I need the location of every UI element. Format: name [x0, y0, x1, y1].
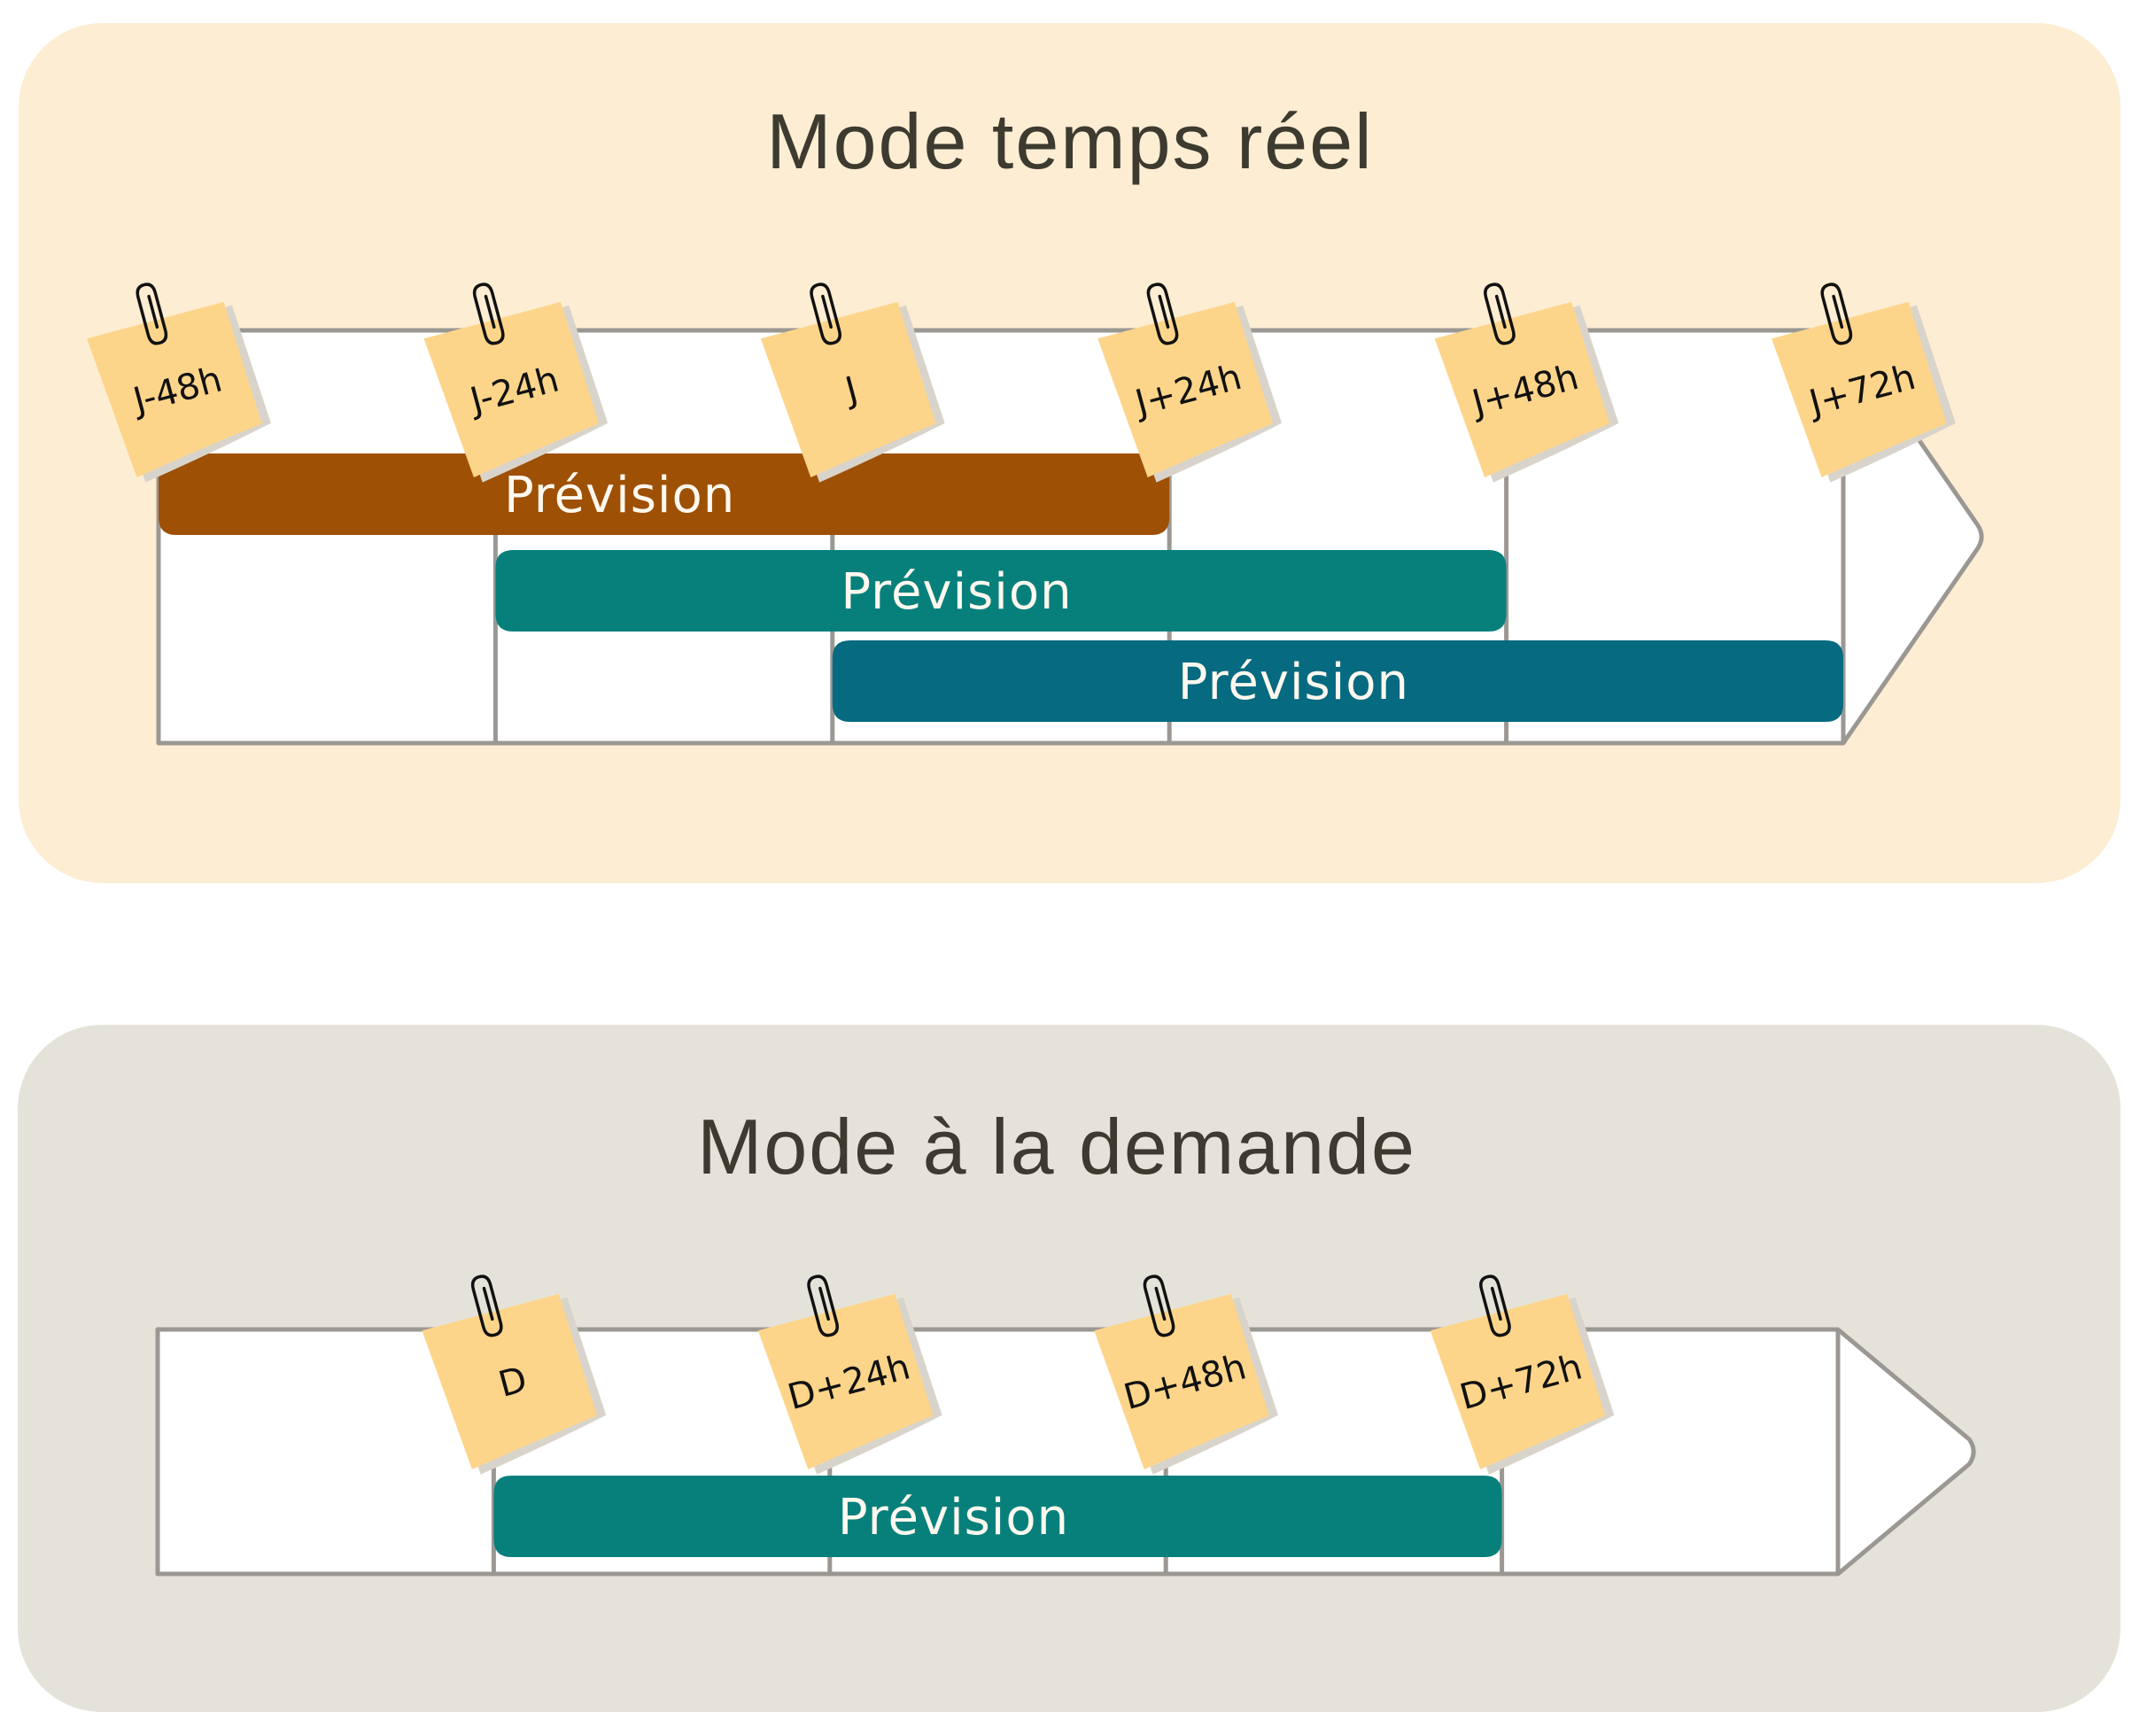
paperclip-icon: [470, 1275, 503, 1337]
forecast-bar-fill: [495, 550, 1507, 632]
forecast-bar: Prévision: [493, 1476, 1502, 1557]
sticky-note-paper: [1094, 1293, 1269, 1470]
paperclip-icon: [1146, 283, 1179, 345]
ondemand-panel-title: Mode à la demande: [697, 1103, 1416, 1190]
sticky-note: J: [760, 283, 945, 483]
sticky-note-paper: [1430, 1293, 1606, 1470]
paperclip-icon: [1820, 283, 1853, 345]
sticky-note-paper: [1772, 301, 1947, 478]
realtime-panel-title: Mode temps réel: [766, 97, 1373, 185]
sticky-note: D: [422, 1275, 607, 1475]
sticky-note: D+72h: [1430, 1275, 1615, 1475]
forecast-bar: Prévision: [495, 550, 1507, 632]
forecast-bar-label: Prévision: [504, 467, 735, 524]
sticky-note: D+48h: [1094, 1275, 1279, 1475]
forecast-bar-fill: [493, 1476, 1502, 1557]
sticky-note: J-48h: [87, 283, 271, 483]
sticky-note-paper: [87, 301, 262, 478]
sticky-note-paper: [760, 301, 936, 478]
sticky-note-paper: [422, 1293, 598, 1470]
sticky-note: J+72h: [1772, 283, 1956, 483]
paperclip-icon: [472, 283, 505, 345]
sticky-note-paper: [757, 1293, 934, 1470]
realtime-panel: Mode temps réel PrévisionPrévisionPrévis…: [19, 23, 2121, 883]
sticky-note-paper: [1097, 301, 1273, 478]
forecast-bar-fill: [159, 453, 1170, 535]
ondemand-timeline: Prévision D D+24h D+48h D+72h: [155, 1275, 1976, 1577]
paperclip-icon: [807, 1275, 839, 1337]
forecast-bar-label: Prévision: [838, 1489, 1069, 1546]
forecast-bar-label: Prévision: [1178, 654, 1409, 711]
forecast-bar: Prévision: [159, 453, 1170, 535]
forecast-bar: Prévision: [832, 640, 1843, 722]
paperclip-icon: [1479, 1275, 1511, 1337]
sticky-note: J-24h: [423, 283, 609, 483]
sticky-note-paper: [423, 301, 600, 478]
paperclip-icon: [810, 283, 841, 345]
forecast-bar-fill: [832, 640, 1843, 722]
sticky-note: J+48h: [1434, 283, 1619, 483]
ondemand-panel: Mode à la demande Prévision D D+24h D+48h D+…: [18, 1025, 2121, 1712]
sticky-note: J+24h: [1097, 283, 1283, 483]
sticky-note: D+24h: [757, 1275, 942, 1475]
paperclip-icon: [1143, 1275, 1175, 1337]
sticky-note-paper: [1434, 301, 1610, 478]
forecast-bar-label: Prévision: [841, 563, 1072, 621]
paperclip-icon: [136, 283, 168, 345]
paperclip-icon: [1484, 283, 1516, 345]
